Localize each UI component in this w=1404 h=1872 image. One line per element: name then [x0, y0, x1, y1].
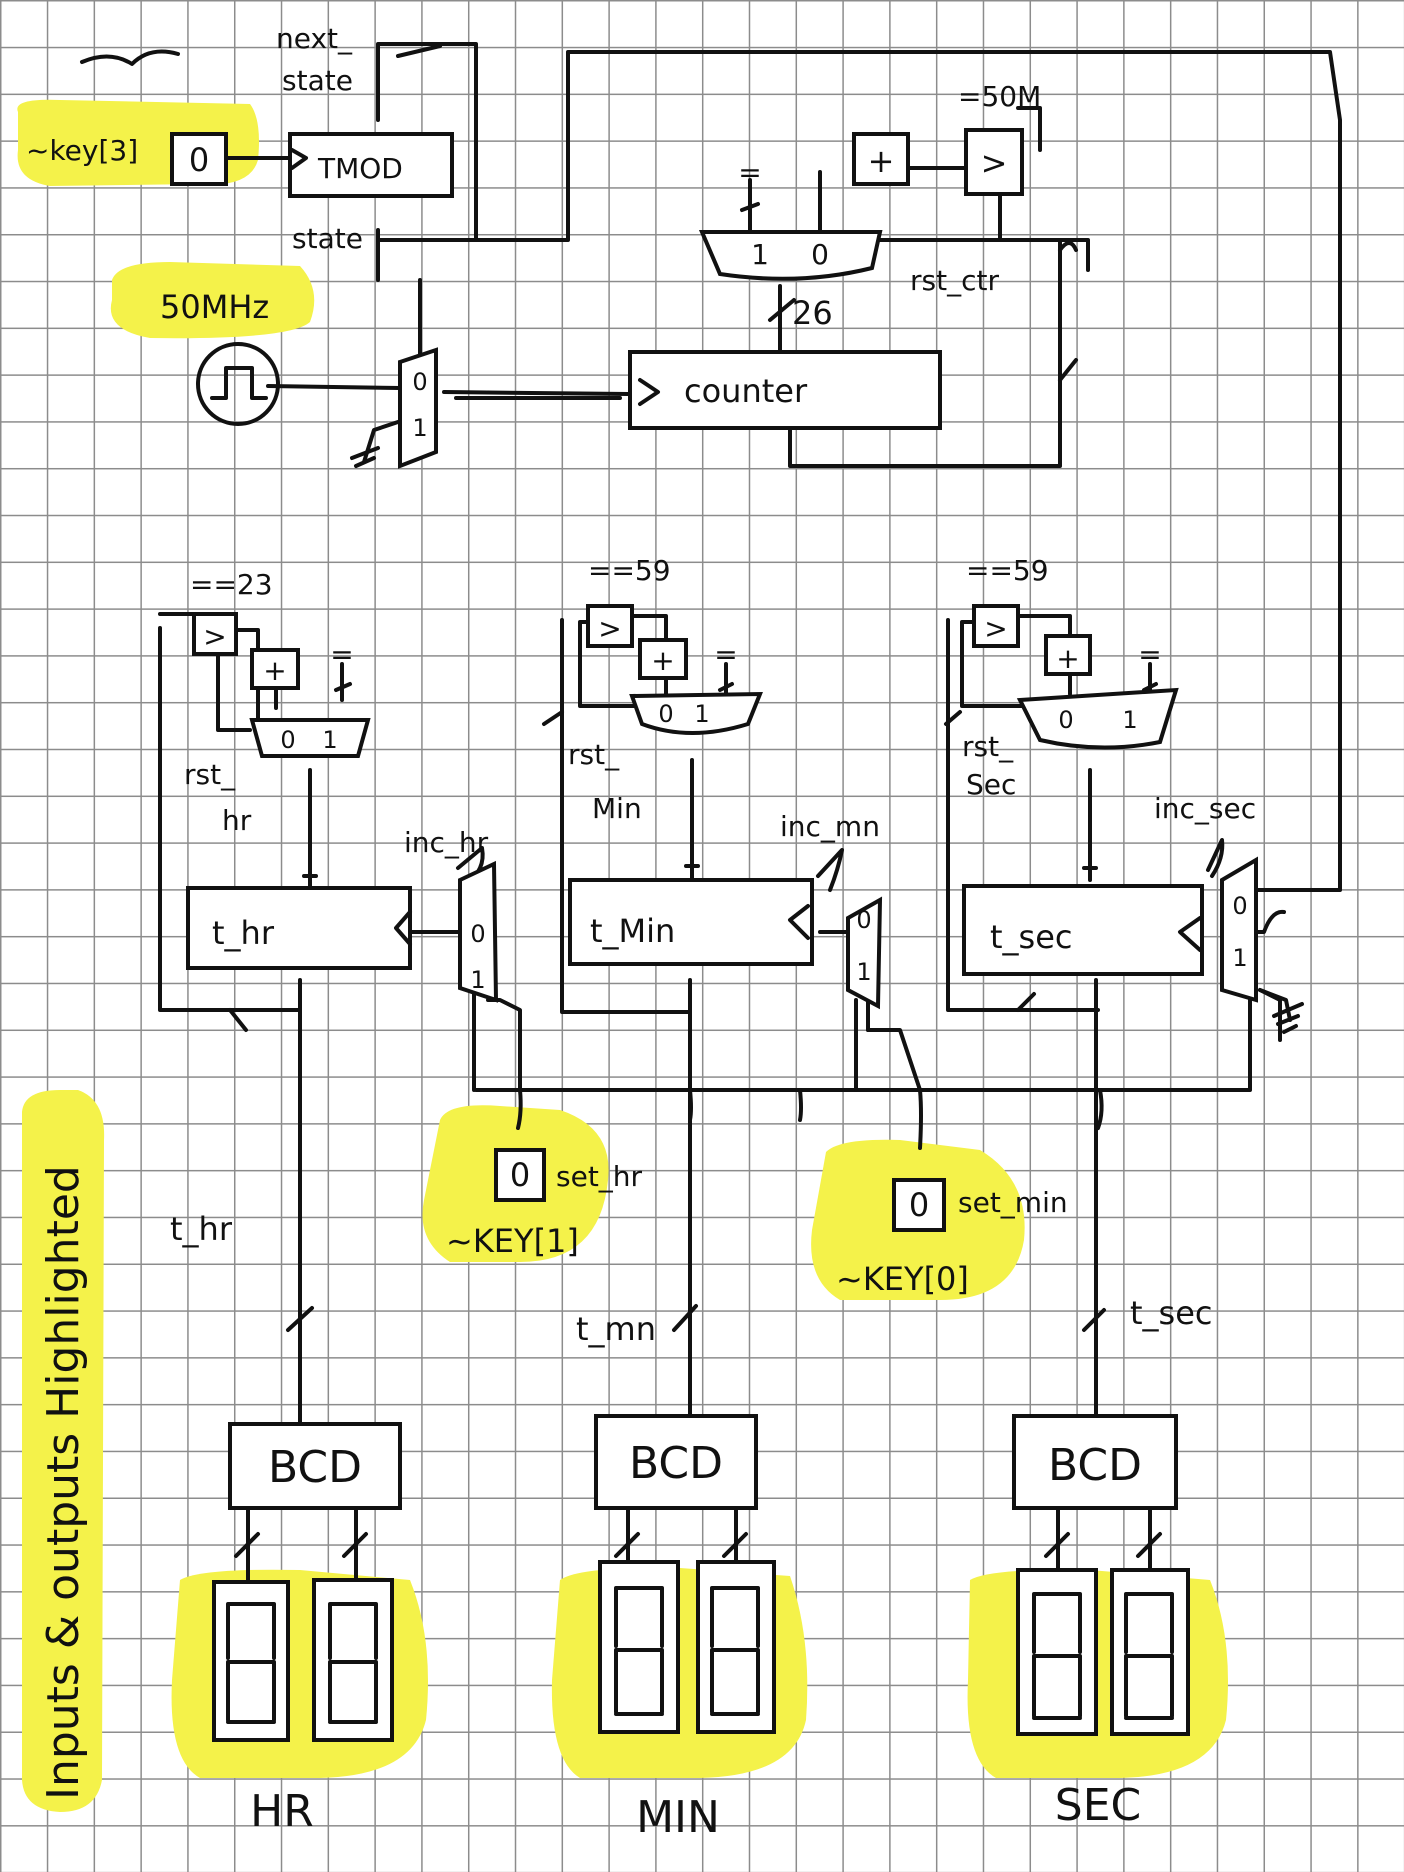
key1-label: ~KEY[1] — [446, 1222, 579, 1260]
rst-min-label-2: Min — [592, 792, 642, 825]
t-hr-label: t_hr — [212, 914, 275, 952]
hr-mux-zero: 0 — [280, 726, 295, 754]
push-button-icon-hr: 0 — [496, 1150, 544, 1200]
counter-reset-mux — [702, 232, 880, 279]
min-set-mux-zero: 0 — [856, 906, 871, 934]
sec-reset-mux — [1020, 690, 1176, 748]
hr-const: = — [330, 638, 353, 671]
counter-mux-const: = — [738, 156, 761, 189]
rst-sec-label-2: Sec — [966, 768, 1016, 801]
sec-mux-zero: 0 — [1058, 706, 1073, 734]
sec-mux-one: 1 — [1122, 706, 1137, 734]
tmod-label: TMOD — [317, 152, 403, 185]
sec-set-mux-zero: 0 — [1232, 892, 1247, 920]
eq59-min-label: ==59 — [588, 554, 671, 587]
hr-set-mux-zero: 0 — [470, 920, 485, 948]
eq23-label: ==23 — [190, 568, 273, 601]
hr-set-mux-one: 1 — [470, 966, 485, 994]
counter-mux-one: 1 — [751, 238, 769, 271]
rst-hr-label-2: hr — [222, 804, 252, 837]
inc-sec-label: inc_sec — [1154, 792, 1256, 825]
clock-source-icon — [198, 344, 278, 424]
sec-set-mux — [1222, 860, 1256, 1000]
hr-adder-plus: + — [263, 654, 286, 687]
rst-hr-label-1: rst_ — [184, 758, 236, 791]
key0-label: ~KEY[0] — [836, 1260, 969, 1298]
push-button-icon: 0 — [172, 134, 226, 184]
bcd-min-label: BCD — [629, 1438, 723, 1489]
bus-t-sec-label: t_sec — [1130, 1294, 1213, 1332]
t-sec-label: t_sec — [990, 918, 1073, 956]
sec-adder-plus: + — [1056, 642, 1079, 675]
bcd-sec-label: BCD — [1048, 1440, 1142, 1491]
bus-width-26: 26 — [792, 294, 833, 332]
bus-t-mn-label: t_mn — [576, 1310, 656, 1348]
bcd-hr-label: BCD — [268, 1442, 362, 1493]
hr-output-label: HR — [250, 1786, 314, 1837]
min-const: = — [714, 638, 737, 671]
svg-text:0: 0 — [510, 1156, 530, 1194]
set-hr-label: set_hr — [556, 1160, 643, 1193]
eq50m-label: =50M — [958, 80, 1041, 113]
sec-set-mux-one: 1 — [1232, 944, 1247, 972]
sec-comp-gt: > — [984, 612, 1007, 645]
clock-frequency-label: 50MHz — [160, 288, 269, 326]
rst-ctr-label: rst_ctr — [910, 264, 999, 297]
min-comp-gt: > — [598, 612, 621, 645]
sec-const: = — [1138, 638, 1161, 671]
side-note-label: Inputs & outputs Highlighted — [38, 1165, 89, 1800]
key3-label: ~key[3] — [26, 134, 138, 167]
min-set-mux-one: 1 — [856, 958, 871, 986]
inc-mn-label: inc_mn — [780, 810, 880, 843]
push-button-icon-min: 0 — [894, 1180, 944, 1230]
sec-output-label: SEC — [1055, 1780, 1141, 1831]
min-mux-one: 1 — [694, 700, 709, 728]
comparator-top-gt: > — [981, 144, 1008, 182]
bus-t-hr-label: t_hr — [170, 1210, 233, 1248]
counter-label: counter — [684, 372, 808, 410]
set-min-label: set_min — [958, 1186, 1068, 1219]
adder-top-plus: + — [868, 142, 895, 180]
t-min-label: t_Min — [590, 912, 675, 950]
hr-reset-mux — [252, 720, 368, 756]
eq59-sec-label: ==59 — [966, 554, 1049, 587]
state-label: state — [292, 222, 363, 255]
hr-comp-gt: > — [203, 620, 226, 653]
min-mux-zero: 0 — [658, 700, 673, 728]
counter-mux-zero: 0 — [811, 238, 829, 271]
min-output-label: MIN — [636, 1792, 720, 1843]
next-state-label-2: state — [282, 64, 353, 97]
hr-mux-one: 1 — [322, 726, 337, 754]
svg-text:0: 0 — [189, 141, 209, 179]
clk-mux-zero: 0 — [412, 368, 427, 396]
inc-hr-label: inc_hr — [404, 826, 489, 859]
svg-text:0: 0 — [909, 1186, 929, 1224]
rst-min-label-1: rst_ — [568, 738, 620, 771]
min-adder-plus: + — [651, 644, 674, 677]
clk-mux-one: 1 — [412, 414, 427, 442]
next-state-label-1: next_ — [276, 22, 353, 55]
rst-sec-label-1: rst_ — [962, 730, 1014, 763]
